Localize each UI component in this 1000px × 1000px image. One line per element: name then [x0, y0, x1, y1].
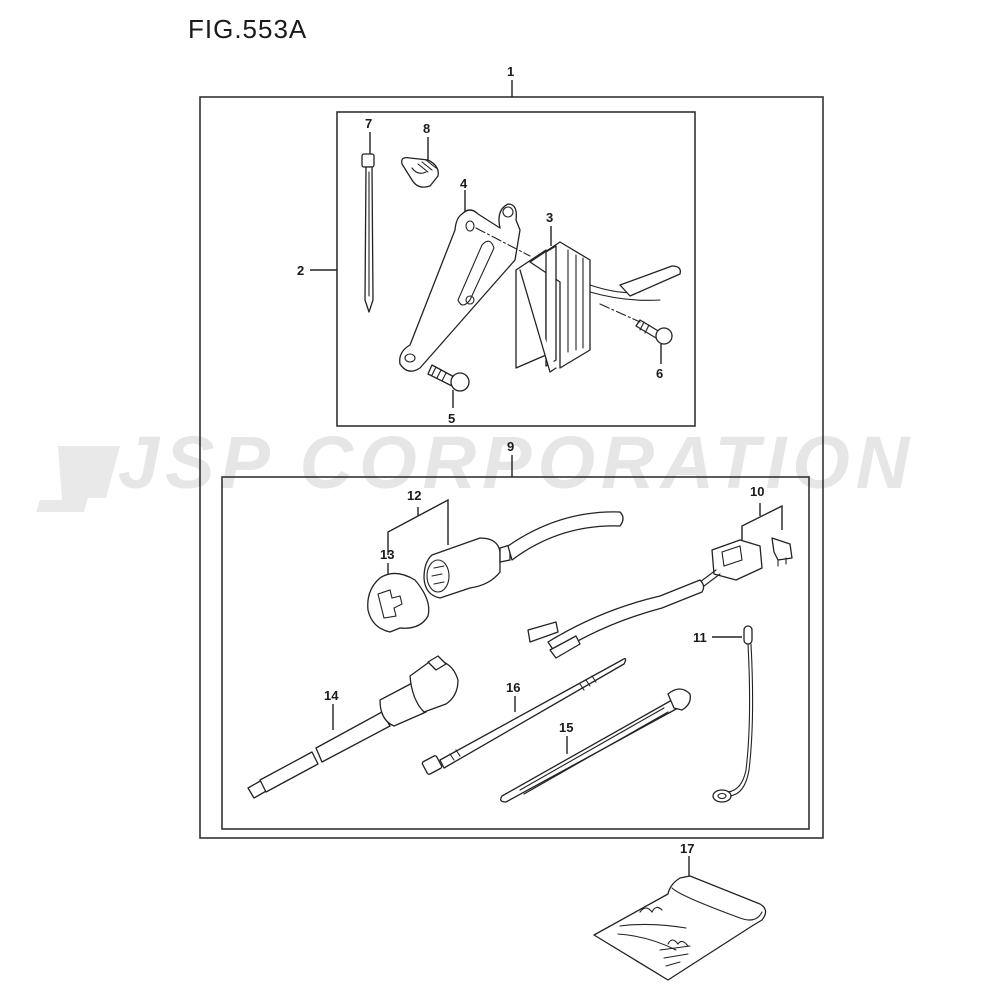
callout-15[interactable]: 15 — [559, 720, 573, 735]
bolt-5-icon — [427, 364, 470, 392]
subassembly-frame-9 — [221, 476, 810, 830]
ground-lead-11-icon — [712, 625, 754, 803]
connector-lead-14-icon — [247, 655, 459, 799]
cable-tie-7-icon — [361, 153, 375, 313]
bracket-4-icon — [399, 203, 531, 372]
callout-14[interactable]: 14 — [324, 688, 339, 703]
callout-11[interactable]: 11 — [693, 630, 707, 645]
coupler-12-icon — [423, 511, 624, 599]
callout-16[interactable]: 16 — [506, 680, 520, 695]
instruction-sheet-17-icon — [593, 875, 767, 981]
callout-13[interactable]: 13 — [380, 547, 394, 562]
bolt-6-icon — [599, 303, 673, 345]
subassembly-frame-2 — [336, 111, 696, 427]
callout-12[interactable]: 12 — [407, 488, 421, 503]
callout-5[interactable]: 5 — [448, 411, 455, 426]
figure-title: FIG.553A — [188, 14, 308, 44]
callout-4[interactable]: 4 — [460, 176, 468, 191]
callout-17[interactable]: 17 — [680, 841, 694, 856]
callout-2[interactable]: 2 — [297, 263, 304, 278]
callout-3[interactable]: 3 — [546, 210, 553, 225]
callout-9[interactable]: 9 — [507, 439, 514, 454]
callout-6[interactable]: 6 — [656, 366, 663, 381]
cable-tie-15-icon — [500, 688, 691, 803]
cable-tie-16-icon — [421, 658, 627, 775]
fuse-connector-10-icon — [527, 537, 793, 659]
callout-10[interactable]: 10 — [750, 484, 764, 499]
clamp-8-icon — [401, 156, 439, 188]
callout-8[interactable]: 8 — [423, 121, 430, 136]
callout-7[interactable]: 7 — [365, 116, 372, 131]
coupler-cap-13-icon — [367, 572, 430, 633]
rectifier-3-icon — [515, 241, 681, 373]
callout-1[interactable]: 1 — [507, 64, 514, 79]
